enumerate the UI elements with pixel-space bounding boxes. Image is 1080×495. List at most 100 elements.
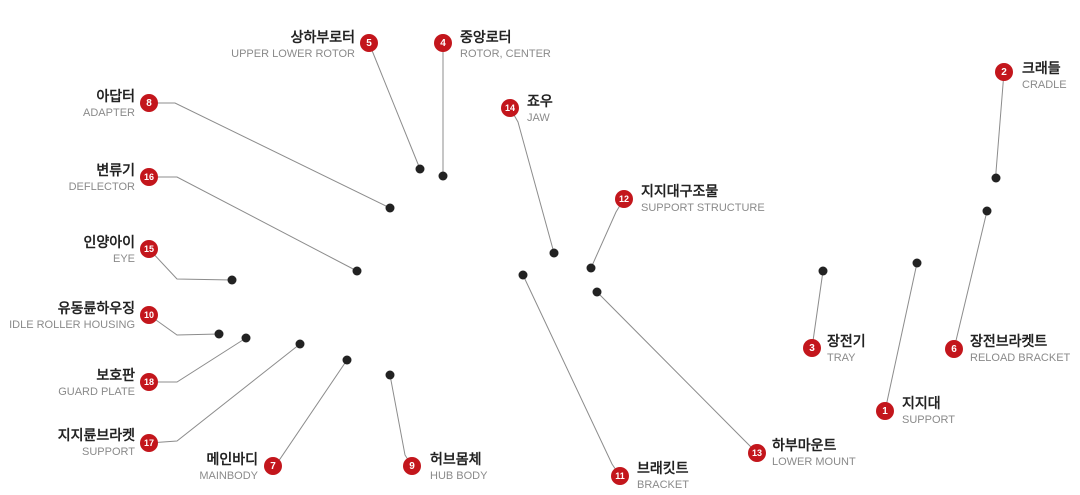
number-badge-1: 1: [876, 402, 894, 420]
part-name-korean: 하부마운트: [772, 438, 837, 454]
part-name-english: DEFLECTOR: [68, 181, 135, 193]
leader-line-9: [389, 374, 413, 467]
leader-line-8: [149, 102, 391, 209]
badge-number: 2: [1001, 67, 1007, 78]
badge-number: 9: [409, 461, 415, 472]
badge-number: 10: [144, 310, 154, 320]
leader-line-6: [953, 210, 988, 350]
leader-line-10: [148, 314, 220, 336]
part-name-english: UPPER LOWER ROTOR: [231, 48, 355, 60]
number-badge-4: 4: [434, 34, 452, 52]
badge-circle: [615, 190, 633, 208]
leader-line-2: [995, 71, 1005, 178]
leader-line-18: [149, 337, 247, 383]
badge-number: 16: [144, 172, 154, 182]
part-point-10: [214, 329, 224, 339]
part-point-13: [592, 287, 602, 297]
part-point-17: [295, 339, 305, 349]
part-name-english: SUPPORT STRUCTURE: [641, 202, 765, 214]
part-name-english: SUPPORT: [902, 414, 955, 426]
part-label-16: 변류기 DEFLECTOR: [69, 163, 135, 194]
part-name-korean: 장전기: [827, 334, 866, 350]
part-name-english: ADAPTER: [83, 107, 135, 119]
badge-circle: [995, 63, 1013, 81]
leader-line-12: [590, 198, 625, 269]
badge-number: 15: [144, 244, 154, 254]
part-point-1: [912, 258, 922, 268]
badge-number: 7: [270, 461, 276, 472]
leader-line-1: [884, 262, 918, 412]
number-badge-7: 7: [264, 457, 282, 475]
number-badge-12: 12: [615, 190, 633, 208]
part-name-english: SUPPORT: [82, 446, 135, 458]
number-badge-14: 14: [501, 99, 519, 117]
number-badge-18: 18: [140, 373, 158, 391]
badge-circle: [403, 457, 421, 475]
part-name-korean: 아답터: [96, 89, 135, 105]
leader-line-15: [148, 248, 233, 281]
part-label-13: 하부마운트 LOWER MOUNT: [772, 438, 856, 469]
part-point-14: [549, 248, 559, 258]
number-badge-8: 8: [140, 94, 158, 112]
badge-number: 5: [366, 38, 372, 49]
badge-circle: [264, 457, 282, 475]
part-name-english: TRAY: [827, 352, 856, 364]
part-name-korean: 죠우: [527, 94, 553, 110]
part-point-8: [385, 203, 395, 213]
badge-circle: [945, 340, 963, 358]
badge-circle: [748, 444, 766, 462]
leader-line-16: [149, 176, 358, 272]
leader-line-17: [148, 343, 301, 444]
badge-circle: [140, 94, 158, 112]
part-label-6: 장전브라켓트 RELOAD BRACKET: [970, 334, 1070, 365]
badge-circle: [140, 306, 158, 324]
part-label-17: 지지륜브라켓 SUPPORT: [58, 428, 135, 459]
part-point-9: [385, 370, 395, 380]
number-badge-11: 11: [611, 467, 629, 485]
part-name-korean: 메인바디: [206, 452, 258, 468]
number-badge-15: 15: [140, 240, 158, 258]
part-name-korean: 지지륜브라켓: [57, 428, 135, 444]
number-badge-3: 3: [803, 339, 821, 357]
number-badge-13: 13: [748, 444, 766, 462]
part-label-14: 죠우 JAW: [527, 94, 553, 125]
part-name-english: HUB BODY: [430, 470, 488, 482]
part-name-korean: 장전브라켓트: [970, 334, 1048, 350]
part-name-english: RELOAD BRACKET: [970, 352, 1071, 364]
part-name-korean: 인양아이: [83, 235, 135, 251]
part-name-korean: 중앙로터: [460, 30, 512, 46]
number-badge-6: 6: [945, 340, 963, 358]
number-badge-9: 9: [403, 457, 421, 475]
number-badge-17: 17: [140, 434, 158, 452]
part-name-english: JAW: [527, 112, 550, 124]
part-name-english: LOWER MOUNT: [772, 456, 856, 468]
badge-circle: [434, 34, 452, 52]
part-name-korean: 상하부로터: [290, 30, 355, 46]
part-point-16: [352, 266, 362, 276]
badge-circle: [360, 34, 378, 52]
part-name-korean: 변류기: [96, 163, 135, 179]
badge-circle: [140, 373, 158, 391]
part-label-4: 중앙로터 ROTOR, CENTER: [460, 30, 551, 61]
badge-number: 14: [505, 103, 515, 113]
part-point-2: [991, 173, 1001, 183]
badge-number: 12: [619, 194, 629, 204]
part-point-18: [241, 333, 251, 343]
leader-line-5: [368, 42, 421, 170]
part-point-4: [438, 171, 448, 181]
part-label-8: 아답터 ADAPTER: [83, 89, 135, 120]
badge-number: 17: [144, 438, 154, 448]
part-name-english: ROTOR, CENTER: [460, 48, 551, 60]
badge-circle: [140, 240, 158, 258]
part-label-3: 장전기 TRAY: [827, 334, 866, 365]
part-point-3: [818, 266, 828, 276]
part-name-english: IDLE ROLLER HOUSING: [9, 319, 135, 331]
part-name-korean: 보호판: [96, 368, 135, 384]
badge-number: 8: [146, 98, 152, 109]
leader-line-14: [509, 107, 555, 254]
